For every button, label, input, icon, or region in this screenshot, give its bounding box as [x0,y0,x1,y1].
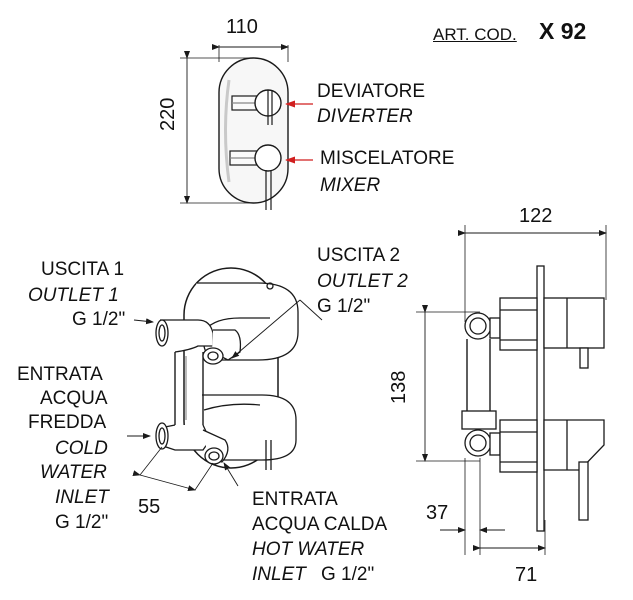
body-depth-dimension: 71 [515,564,538,586]
side-depth-dimension: 122 [519,205,553,227]
diverter-label-it: DEVIATORE [317,81,426,102]
rear-view [127,267,323,492]
side-height-dimension: 138 [388,370,410,404]
inlet-offset-dimension: 37 [426,502,449,524]
outlet2-thread: G 1/2" [317,296,371,317]
cold-inlet-thread: G 1/2" [55,512,109,533]
outlet1-label-en: OUTLET 1 [28,285,119,306]
article-code-label: ART. COD. [433,25,517,44]
front-width-dimension: 110 [226,16,258,38]
mixer-label-en: MIXER [320,175,381,196]
front-height-dimension: 220 [157,97,179,131]
cold-inlet-label-en-3: INLET [55,487,109,508]
cold-inlet-label-en-2: WATER [40,462,107,483]
hot-inlet-label-en-2: INLET [252,564,306,585]
cold-inlet-label-it-3: FREDDA [28,412,107,433]
hot-inlet-label-it-2: ACQUA CALDA [252,514,388,535]
hot-inlet-label-en-1: HOT WATER [252,539,365,560]
inlet-spacing-dimension: 55 [138,496,161,518]
outlet1-thread: G 1/2" [72,309,126,330]
article-code: X 92 [539,18,587,44]
front-view [180,44,289,210]
mixer-label-it: MISCELATORE [320,148,455,169]
hot-inlet-label-it-1: ENTRATA [252,489,338,510]
outlet2-label-en: OUTLET 2 [317,271,408,292]
cold-inlet-label-en-1: COLD [55,438,108,459]
diverter-label-en: DIVERTER [317,106,413,127]
side-view [416,225,607,555]
outlet1-label-it: USCITA 1 [41,259,125,280]
outlet2-label-it: USCITA 2 [317,245,401,266]
hot-inlet-thread: G 1/2" [321,564,375,585]
cold-inlet-label-it-1: ENTRATA [17,364,103,385]
cold-inlet-label-it-2: ACQUA [40,388,108,409]
